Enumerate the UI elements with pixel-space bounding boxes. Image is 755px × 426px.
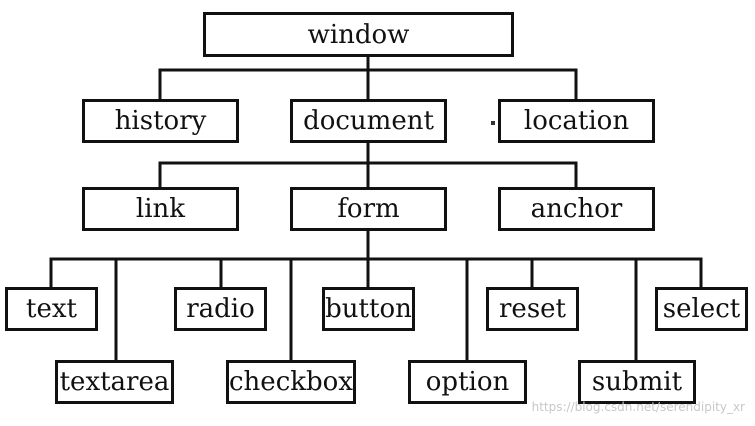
node-window: window [203,12,514,57]
watermark: https://blog.csdn.net/serendipity_xr [531,400,745,414]
node-radio: radio [174,287,267,331]
node-checkbox: checkbox [226,360,356,404]
node-document: document [290,99,447,143]
node-textarea: textarea [55,360,174,404]
node-option: option [408,360,527,404]
node-select: select [655,287,748,331]
node-anchor: anchor [498,187,655,231]
node-reset: reset [486,287,579,331]
node-form: form [290,187,447,231]
node-button: button [322,287,415,331]
stray-mark [491,121,495,125]
node-location: location [498,99,655,143]
node-submit: submit [578,360,696,404]
node-history: history [82,99,239,143]
node-text: text [5,287,98,331]
node-link: link [82,187,239,231]
